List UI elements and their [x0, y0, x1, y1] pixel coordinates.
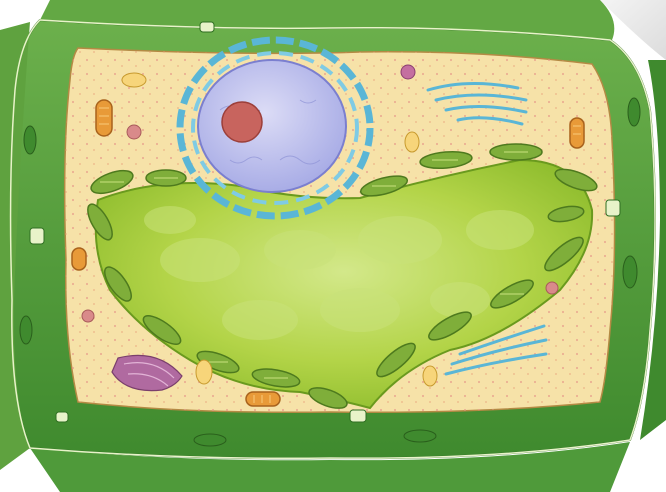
lysosome: [546, 282, 558, 294]
peroxisome: [122, 73, 146, 87]
nucleolus: [222, 102, 262, 142]
lysosome: [82, 310, 94, 322]
nucleus: [198, 60, 346, 192]
mitochondrion: [72, 248, 86, 270]
lysosome: [127, 125, 141, 139]
mitochondrion: [246, 392, 280, 406]
lysosome: [401, 65, 415, 79]
mitochondrion: [570, 118, 584, 148]
mitochondrion: [96, 100, 112, 136]
peroxisome: [196, 360, 212, 384]
peroxisome: [405, 132, 419, 152]
peroxisome: [423, 366, 437, 386]
